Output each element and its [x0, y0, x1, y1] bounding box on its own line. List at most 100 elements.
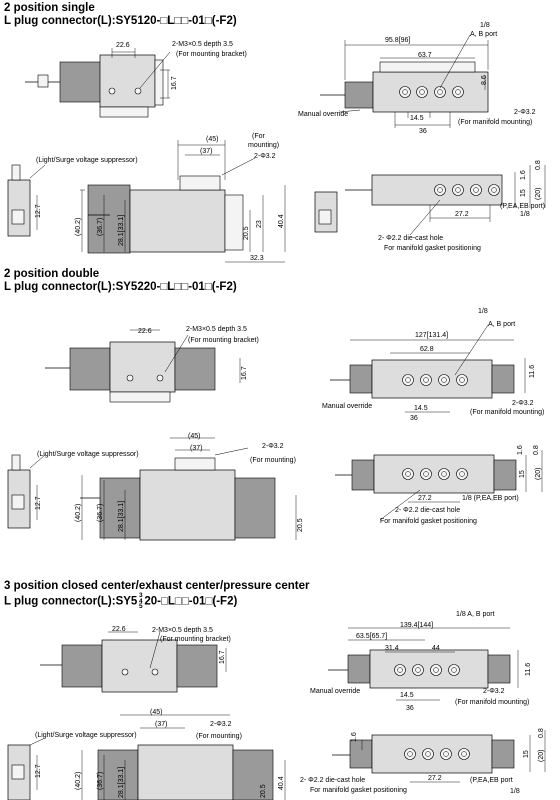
s1-dim-15: 15	[520, 189, 527, 197]
s3-dim-16-7: 16.7	[219, 650, 226, 664]
s3-dim-31-4: 31.4	[385, 645, 399, 652]
s2-right-top-view	[330, 324, 526, 413]
s1-dim-16-7: 16.7	[171, 76, 178, 90]
s3-dim-27-2: 27.2	[428, 775, 442, 782]
s1-ab-port: A, B port	[470, 31, 497, 38]
s1-front-view	[80, 140, 286, 263]
s2-gasket: For manifold gasket positioning	[380, 518, 477, 525]
s3-dim-28-1: 28.1[33.1]	[118, 767, 125, 798]
s2-diecast-hole: 2- Φ2.2 die-cast hole	[395, 507, 460, 514]
s1-dim-27-2: 27.2	[455, 211, 469, 218]
s2-dim-0-8: 0.8	[533, 445, 540, 455]
stack-digit-3: 3	[139, 592, 143, 599]
s1-dim-36: 36	[419, 128, 427, 135]
s1-dim-12-7: 12.7	[35, 204, 42, 218]
s1-gasket: For manifold gasket positioning	[384, 245, 481, 252]
s1-phi-3-2: 2-Φ3.2	[514, 109, 536, 116]
s2-m3-thread: 2-M3×0.5 depth 3.5	[186, 326, 247, 333]
s3-right-top-view	[328, 627, 519, 701]
s3-dim-36: 36	[406, 705, 414, 712]
section-3-subtitle-suffix: 20-□L□□-01□(-F2)	[144, 595, 238, 608]
s1-port-1-8-b: 1/8	[520, 211, 530, 218]
s3-dim-139: 139.4[144]	[400, 622, 433, 629]
s1-pea-port: (P,EA,EB port)	[500, 203, 545, 210]
s1-dim-0-8: 0.8	[535, 160, 542, 170]
s1-port-1-8: 1/8	[480, 22, 490, 29]
section-3-title: 3 position closed center/exhaust center/…	[4, 580, 310, 592]
s1-dim-8-6: 8.6	[481, 75, 488, 85]
section-1-title: 2 position single	[4, 2, 95, 14]
s1-bottom-view	[345, 165, 546, 236]
s3-phi-3-2-b: 2-Φ3.2	[210, 721, 232, 728]
s3-dim-37: (37)	[155, 721, 167, 728]
s2-dim-40-2: (40.2)	[75, 504, 82, 522]
s2-manual-override: Manual override	[322, 403, 372, 410]
section-3-header: 3 position closed center/exhaust center/…	[4, 580, 310, 610]
s2-dim-12-7: 12.7	[35, 496, 42, 510]
s2-manifold-mounting: (For manifold mounting)	[470, 409, 544, 416]
stack-digit-4: 4	[139, 597, 143, 605]
s2-dim-22-6: 22.6	[138, 328, 152, 335]
s2-suppressor: (Light/Surge voltage suppressor)	[37, 451, 139, 458]
s2-dim-36-7: (36.7)	[97, 504, 104, 522]
s1-mounting: mounting)	[248, 142, 279, 149]
s1-dim-40-2: (40.2)	[75, 218, 82, 236]
s1-dim-40-4: 40.4	[278, 214, 285, 228]
s2-dim-37: (37)	[190, 445, 202, 452]
section-2-title: 2 position double	[4, 268, 100, 280]
s3-pea-port: (P,EA,EB port	[470, 777, 513, 784]
section-2-subtitle: L plug connector(L):SY5220-□L□□-01□(-F2)	[4, 281, 237, 293]
section-2-header: 2 position double L plug connector(L):SY…	[4, 268, 237, 294]
stack-digit-5: 5	[139, 603, 143, 610]
s3-phi-3-2: 2-Φ3.2	[483, 688, 505, 695]
s2-front-view	[80, 437, 297, 541]
s3-dim-20: (20)	[538, 750, 545, 762]
s1-right-top-view	[320, 34, 489, 128]
s1-dim-45: (45)	[206, 136, 218, 143]
s3-dim-11-6: 11.6	[525, 663, 532, 676]
s3-dim-40-2: (40.2)	[75, 772, 82, 790]
section-1-subtitle: L plug connector(L):SY5120-□L□□-01□(-F2)	[4, 15, 237, 27]
s1-m3-thread: 2-M3×0.5 depth 3.5	[172, 41, 233, 48]
s3-bottom-view	[332, 730, 546, 783]
s1-dim-63-7: 63.7	[418, 52, 432, 59]
s3-diecast-hole: 2- Φ2.2 die-cast hole	[300, 777, 365, 784]
s2-dim-20: (20)	[535, 468, 542, 480]
s3-m3-thread: 2-M3×0.5 depth 3.5	[152, 627, 213, 634]
s1-dim-23: 23	[256, 220, 263, 228]
s1-manual-override: Manual override	[298, 111, 348, 118]
s3-dim-14-5: 14.5	[400, 692, 414, 699]
s3-dim-22-6: 22.6	[112, 626, 126, 633]
s2-for-mounting: (For mounting)	[250, 457, 296, 464]
s1-bracket-note: (For mounting bracket)	[176, 51, 247, 58]
s3-dim-0-8: 0.8	[538, 728, 545, 738]
s1-dim-20-5: 20.5	[243, 226, 250, 240]
s2-bottom-view	[335, 450, 543, 521]
s3-dim-40-4: 40.4	[278, 776, 285, 790]
s3-gasket: For manifold gasket positioning	[310, 787, 407, 794]
s2-port-1-8: 1/8	[478, 308, 488, 315]
s3-top-view	[40, 631, 227, 693]
s2-dim-62-8: 62.8	[420, 346, 434, 353]
s3-dim-15: 15	[523, 750, 530, 758]
s1-dim-22-6: 22.6	[116, 42, 130, 49]
s2-dim-15: 15	[519, 470, 526, 478]
s2-dim-16-7: 16.7	[241, 366, 248, 380]
s2-ab-port: A, B port	[488, 321, 515, 328]
s3-side-view-left	[7, 737, 46, 800]
s2-side-view-left	[7, 454, 46, 529]
section-1-header: 2 position single L plug connector(L):SY…	[4, 2, 237, 28]
s1-top-view	[25, 48, 171, 118]
s1-manifold-mounting: (For manifold mounting)	[458, 119, 532, 126]
s1-dim-32-3: 32.3	[250, 255, 264, 262]
s1-dim-20: (20)	[535, 188, 542, 200]
s1-phi-3-2-b: 2-Φ3.2	[254, 153, 276, 160]
s2-dim-27-2: 27.2	[418, 495, 432, 502]
s3-dim-36-7: (36.7)	[97, 772, 104, 790]
s2-dim-14-5: 14.5	[414, 405, 428, 412]
s1-for: (For	[252, 133, 266, 140]
s1-dim-95-8: 95.8[96]	[385, 37, 410, 44]
s2-dim-11-6: 11.6	[529, 365, 536, 378]
